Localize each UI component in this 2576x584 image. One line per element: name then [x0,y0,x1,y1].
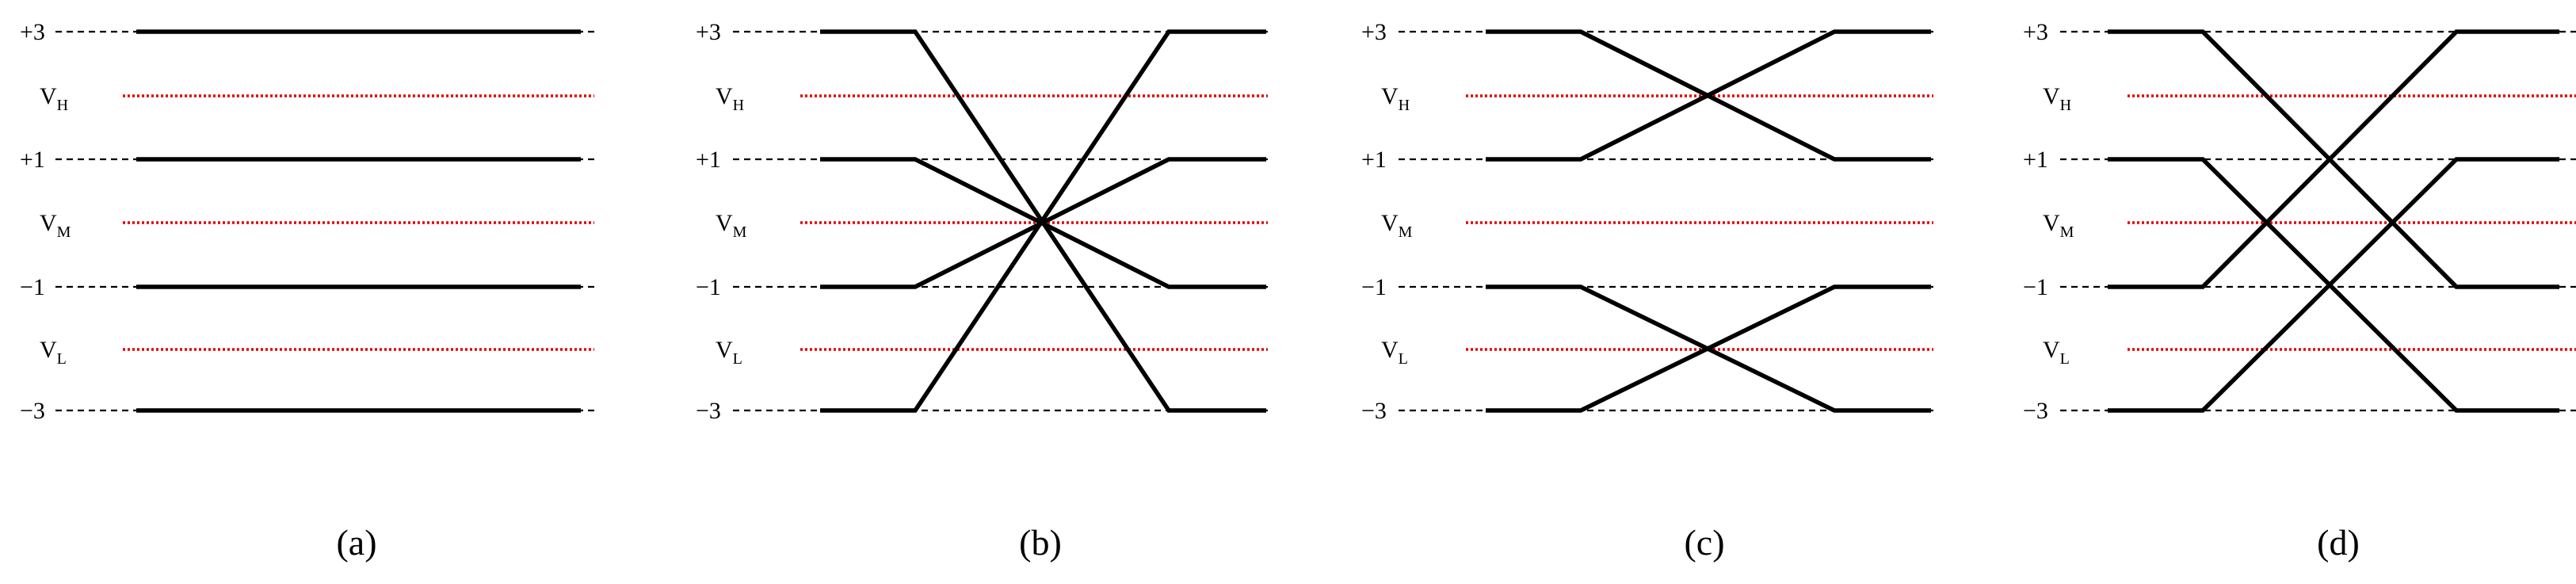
reference-label: VL [716,337,742,368]
reference-label: VH [1381,83,1410,114]
panel-caption: (a) [336,522,376,563]
reference-label: VM [40,210,71,241]
reference-label: VL [40,337,67,368]
reference-label: VM [2043,210,2074,241]
reference-label: VH [40,83,68,114]
level-label: −3 [2023,398,2048,424]
panel-b: +3 +1 −1 −3 VH VM VL (b) [696,19,1268,563]
level-transition-line [820,29,1266,413]
level-label: −1 [2023,274,2048,300]
reference-label: VM [1381,210,1413,241]
panel-c: +3 +1 −1 −3 VH VM VL (c) [1361,19,1933,563]
reference-label: VM [716,210,747,241]
level-transition-line [1486,284,1931,413]
level-label: +3 [696,19,721,45]
level-label: +3 [1361,19,1387,45]
reference-label: VH [716,83,744,114]
level-label: +1 [2023,147,2048,173]
panel-a: +3 +1 −1 −3 VH VM VL (a) [20,19,594,563]
panel-caption: (b) [1019,522,1062,563]
level-label: +1 [20,147,45,173]
level-label: −1 [1361,274,1387,300]
panel-caption: (d) [2317,522,2360,563]
level-transition-line [2108,157,2559,413]
panel-d: +3 +1 −1 −3 VH VM VL (d) [2023,19,2576,563]
level-label: −1 [696,274,721,300]
level-label: +3 [2023,19,2048,45]
level-transition-line [2108,29,2559,289]
level-label: +3 [20,19,45,45]
reference-label: VL [2043,337,2070,368]
level-label: −1 [20,274,45,300]
panel-caption: (c) [1684,522,1724,563]
level-label: −3 [20,398,45,424]
level-label: −3 [696,398,721,424]
level-label: +1 [1361,147,1387,173]
level-transition-line [1486,29,1931,162]
reference-label: VL [1381,337,1408,368]
level-label: −3 [1361,398,1387,424]
reference-label: VH [2043,83,2071,114]
level-label: +1 [696,147,721,173]
